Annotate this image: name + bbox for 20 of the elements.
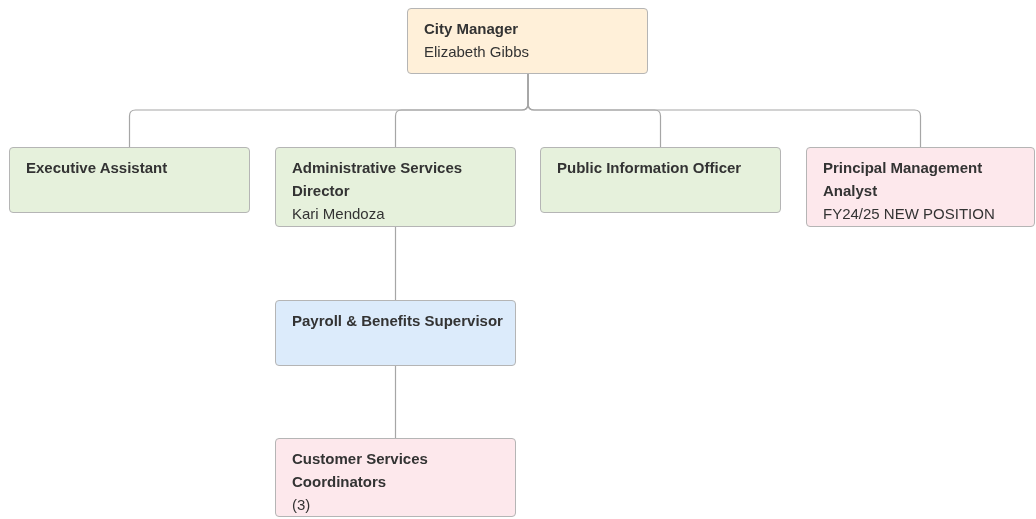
position-title: City Manager — [424, 19, 520, 39]
position-note: Elizabeth Gibbs — [424, 42, 531, 62]
position-title: Administrative Services Director — [292, 158, 464, 201]
connector-line — [394, 365, 397, 439]
position-note: FY24/25 NEW POSITION — [823, 204, 996, 224]
position-note: Kari Mendoza — [292, 204, 386, 224]
position-title: Public Information Officer — [557, 158, 743, 178]
position-title: Executive Assistant — [26, 158, 169, 178]
position-title: Principal Management Analyst — [823, 158, 984, 201]
position-note: (3) — [292, 495, 312, 515]
position-card — [275, 438, 516, 517]
position-card — [275, 300, 516, 366]
position-card — [9, 147, 250, 213]
position-card — [540, 147, 781, 213]
position-card — [275, 147, 516, 227]
connector-line — [394, 226, 397, 301]
position-card — [806, 147, 1035, 227]
position-title: Customer Services Coordinators — [292, 449, 429, 492]
position-card — [407, 8, 648, 74]
position-title: Payroll & Benefits Supervisor — [292, 311, 503, 331]
